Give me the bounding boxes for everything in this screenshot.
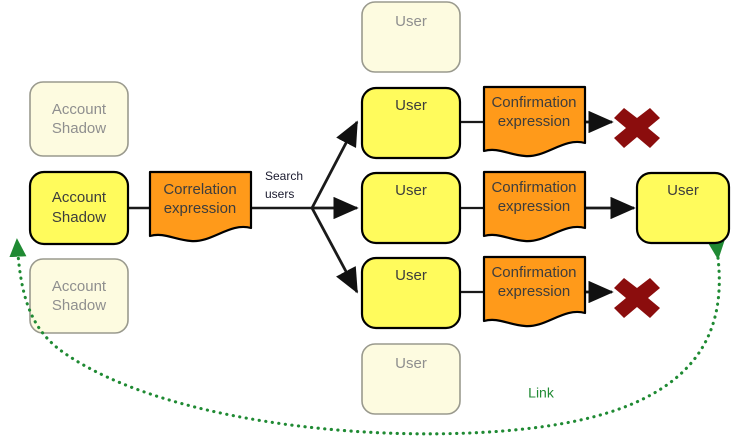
node-shape-document[interactable] (148, 170, 253, 243)
node-label-line: expression (164, 200, 237, 217)
node-shape-rounded-box (361, 343, 461, 415)
node-label-line: Shadow (52, 209, 106, 226)
node-account-shadow-ghost-bottom: Account Shadow (29, 258, 129, 334)
node-label-line: Account (52, 189, 107, 206)
node-label-line: Confirmation (491, 94, 576, 111)
node-label-line: Account (52, 278, 107, 295)
edge-label-line: Search (265, 169, 303, 183)
edge-label-line: users (265, 187, 294, 201)
node-label-line: Confirmation (491, 179, 576, 196)
node-shape-rounded-box[interactable] (360, 171, 462, 245)
node-label-line: User (395, 97, 427, 114)
node-shape-document[interactable] (482, 170, 587, 243)
link-connector (9, 238, 725, 436)
edge-branch-to-user-3 (310, 207, 359, 294)
link-label-text: Link (528, 385, 555, 401)
node-label-line: Correlation (163, 181, 236, 198)
node-account-shadow-main[interactable]: Account Shadow (28, 170, 130, 246)
node-confirmation-expression-3[interactable]: Confirmation expression (482, 255, 587, 328)
node-shape-rounded-box[interactable] (360, 256, 462, 330)
node-shape-document[interactable] (482, 255, 587, 328)
node-shape-document[interactable] (482, 85, 587, 158)
cross-icon (614, 278, 660, 318)
node-shape-rounded-box[interactable] (28, 170, 130, 246)
link-dotted-path (9, 238, 725, 436)
node-account-shadow-ghost-top: Account Shadow (29, 81, 129, 157)
node-shape-rounded-box[interactable] (635, 171, 731, 245)
node-user-ghost-top: User (361, 1, 461, 73)
node-label-line: Shadow (52, 297, 106, 314)
cross-icon (614, 108, 660, 148)
node-confirmation-expression-1[interactable]: Confirmation expression (482, 85, 587, 158)
node-label-line: expression (498, 198, 571, 215)
node-user-ghost-bottom: User (361, 343, 461, 415)
node-label-line: Confirmation (491, 264, 576, 281)
node-label-line: Account (52, 101, 107, 118)
node-user-2[interactable]: User (360, 171, 462, 245)
node-user-result[interactable]: User (635, 171, 731, 245)
node-label-line: User (395, 267, 427, 284)
reject-mark-2 (614, 278, 660, 318)
node-confirmation-expression-2[interactable]: Confirmation expression (482, 170, 587, 243)
node-user-3[interactable]: User (360, 256, 462, 330)
node-label-line: Shadow (52, 120, 106, 137)
node-shape-rounded-box (29, 81, 129, 157)
node-shape-rounded-box[interactable] (360, 86, 462, 160)
node-label-line: User (667, 182, 699, 199)
search-users-label: Search users (265, 169, 303, 201)
node-correlation-expression[interactable]: Correlation expression (148, 170, 253, 243)
node-label-line: User (395, 13, 427, 30)
edge-branch-to-user-1 (310, 120, 359, 209)
node-label-line: expression (498, 283, 571, 300)
node-label-line: User (395, 355, 427, 372)
link-label: Link (528, 385, 555, 401)
node-user-1[interactable]: User (360, 86, 462, 160)
node-shape-rounded-box (361, 1, 461, 73)
reject-mark-1 (614, 108, 660, 148)
node-label-line: expression (498, 113, 571, 130)
node-label-line: User (395, 182, 427, 199)
